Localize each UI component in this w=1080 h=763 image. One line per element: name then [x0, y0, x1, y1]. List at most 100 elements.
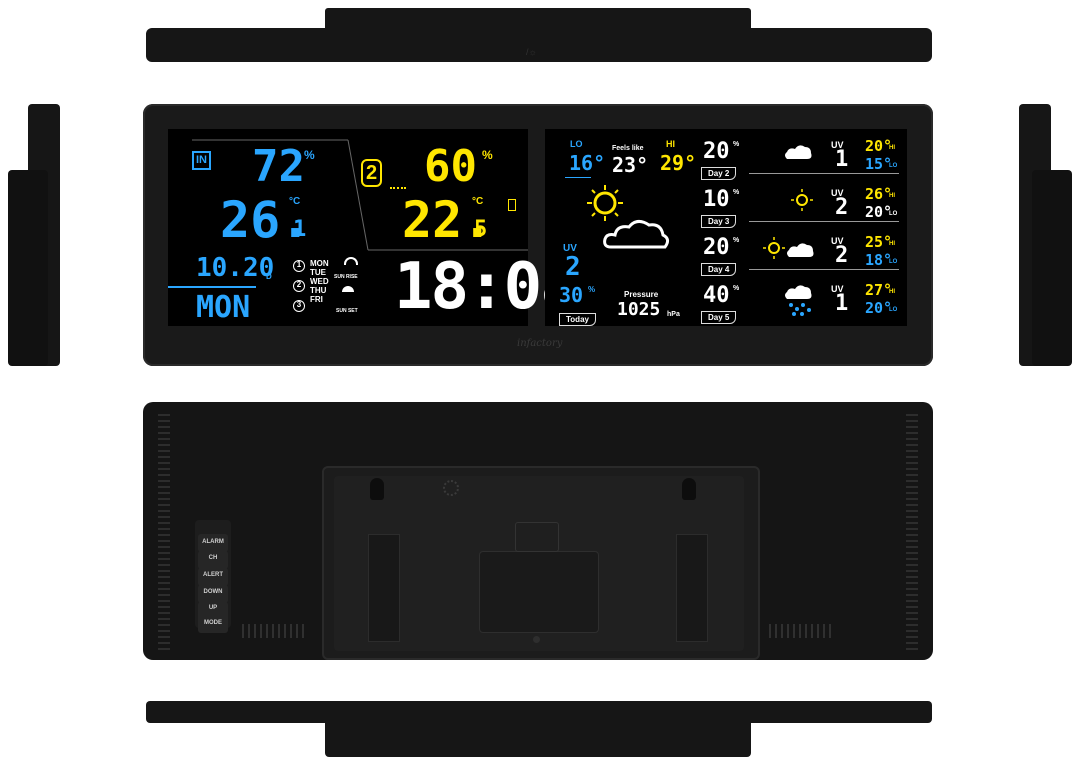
brand-logo: infactory [517, 338, 563, 349]
today-precip-unit: % [588, 285, 596, 294]
down-button[interactable] [198, 585, 228, 603]
indoor-humidity: 72 [252, 141, 305, 192]
back-left-grille [158, 410, 170, 650]
day-hi-label: HI [889, 241, 895, 247]
day-lo-value: 20° [865, 203, 893, 221]
pressure-unit: hPa [667, 311, 680, 318]
bottom-view-body [146, 701, 932, 723]
back-screw [533, 636, 540, 643]
bottom-view-stand [325, 721, 751, 757]
day-precip: 10 [703, 187, 730, 212]
today-lo-label: LO [570, 139, 583, 149]
back-left-vents [238, 624, 308, 638]
day-uv-label: UV [831, 284, 844, 294]
day-precip: 20 [703, 139, 730, 164]
day-hi-label: HI [889, 289, 895, 295]
day-lo-value: 18° [865, 251, 893, 269]
forecast-row: 10 % Day 3 UV 2 26° HI 20° LO [697, 183, 907, 229]
day-mon: MON [310, 259, 329, 268]
day-uv-label: UV [831, 188, 844, 198]
today-lo-value: 16° [569, 151, 606, 175]
weekday: MON [196, 290, 251, 325]
lcd-divider-lines [168, 139, 528, 288]
sensor-temperature: 22. [402, 191, 493, 249]
left-lcd-screen: IN 72 % 26. 1 °C 2 60 % 22. 5 °C 10.20 D… [168, 129, 579, 326]
pressure-label: Pressure [624, 290, 659, 299]
sun-horizon-icon [342, 286, 354, 292]
sensor-hole [443, 480, 459, 496]
sensor-humidity-unit: % [482, 148, 493, 162]
ch-button[interactable] [198, 551, 228, 569]
stand-leg-right [676, 534, 708, 642]
day-uv-label: UV [831, 236, 844, 246]
battery-icon [508, 199, 516, 211]
feels-like-label: Feels like [612, 145, 644, 152]
day-hi-label: HI [889, 145, 895, 151]
day-label: Day 2 [701, 167, 737, 180]
day-uv-label: UV [831, 140, 844, 150]
forecast-row: 40 % Day 5 UV 1 27° HI 20° LO [697, 279, 907, 325]
wifi-icon [344, 257, 358, 265]
day-label: Day 3 [701, 215, 737, 228]
day-hi-value: 25° [865, 233, 893, 251]
sensor-humidity: 60 [424, 141, 477, 192]
date-value: 10.20 [196, 253, 275, 283]
right-lcd-screen: LO 16° Feels like 23° HI 29° UV 2 30 % P… [545, 129, 907, 326]
down-button-label: DOWN [203, 589, 223, 595]
battery-compartment[interactable] [479, 551, 599, 633]
day-label: Day 4 [701, 263, 737, 276]
left-side-view-front [8, 170, 48, 366]
day-hi-value: 20° [865, 137, 893, 155]
day-precip-unit: % [733, 189, 740, 196]
day-fri: FRI [310, 295, 323, 304]
day-lo-label: LO [889, 211, 898, 217]
back-right-grille [906, 410, 918, 650]
day-thu: THU [310, 286, 327, 295]
day-lo-label: LO [889, 259, 898, 265]
day-hi-value: 27° [865, 281, 893, 299]
cloud-icon [785, 145, 812, 159]
sensor-temperature-unit: °C [472, 196, 484, 207]
today-label: Today [559, 313, 596, 326]
sun-icon [587, 185, 623, 221]
day-lo-value: 15° [865, 155, 893, 173]
day-uv-value: 2 [835, 243, 849, 268]
day-tue: TUE [310, 268, 326, 277]
day-uv-value: 1 [835, 291, 849, 316]
feels-like-value: 23° [612, 153, 649, 177]
sunset-label: SUN SET [336, 308, 358, 314]
mode-button-label: MODE [204, 620, 222, 626]
back-right-vents [765, 624, 835, 638]
wall-hook-right [682, 478, 696, 500]
sun-icon [791, 189, 813, 211]
alert-button-label: ALERT [203, 572, 223, 578]
day-lo-label: LO [889, 307, 898, 313]
sensor-temperature-decimal: 5 [474, 217, 488, 242]
indoor-temperature-decimal: 1 [293, 217, 307, 242]
indoor-humidity-unit: % [304, 148, 315, 162]
indoor-temperature-unit: °C [289, 196, 301, 207]
today-uv-value: 2 [565, 252, 581, 282]
alarm-1-icon: 1 [293, 260, 305, 272]
day-uv-value: 1 [835, 147, 849, 172]
right-side-view-front [1032, 170, 1072, 366]
day-precip: 40 [703, 283, 730, 308]
alarm-button[interactable] [198, 534, 228, 552]
day-lo-label: LO [889, 163, 898, 169]
top-view-body [146, 28, 932, 62]
top-view-knob [325, 8, 751, 30]
pressure-value: 1025 [617, 299, 661, 320]
cloud-icon [603, 220, 670, 249]
day-hi-value: 26° [865, 185, 893, 203]
day-row-line [749, 269, 899, 270]
alert-button[interactable] [198, 568, 228, 586]
rain-cloud-icon [785, 285, 812, 316]
day-row-line [749, 173, 899, 174]
today-hi-value: 29° [660, 151, 697, 175]
day-uv-value: 2 [835, 195, 849, 220]
battery-tab[interactable] [515, 522, 559, 552]
ch-button-label: CH [208, 555, 218, 561]
mode-button[interactable] [198, 615, 228, 633]
day-precip: 20 [703, 235, 730, 260]
top-view-button-icon: /☼ [526, 47, 537, 57]
